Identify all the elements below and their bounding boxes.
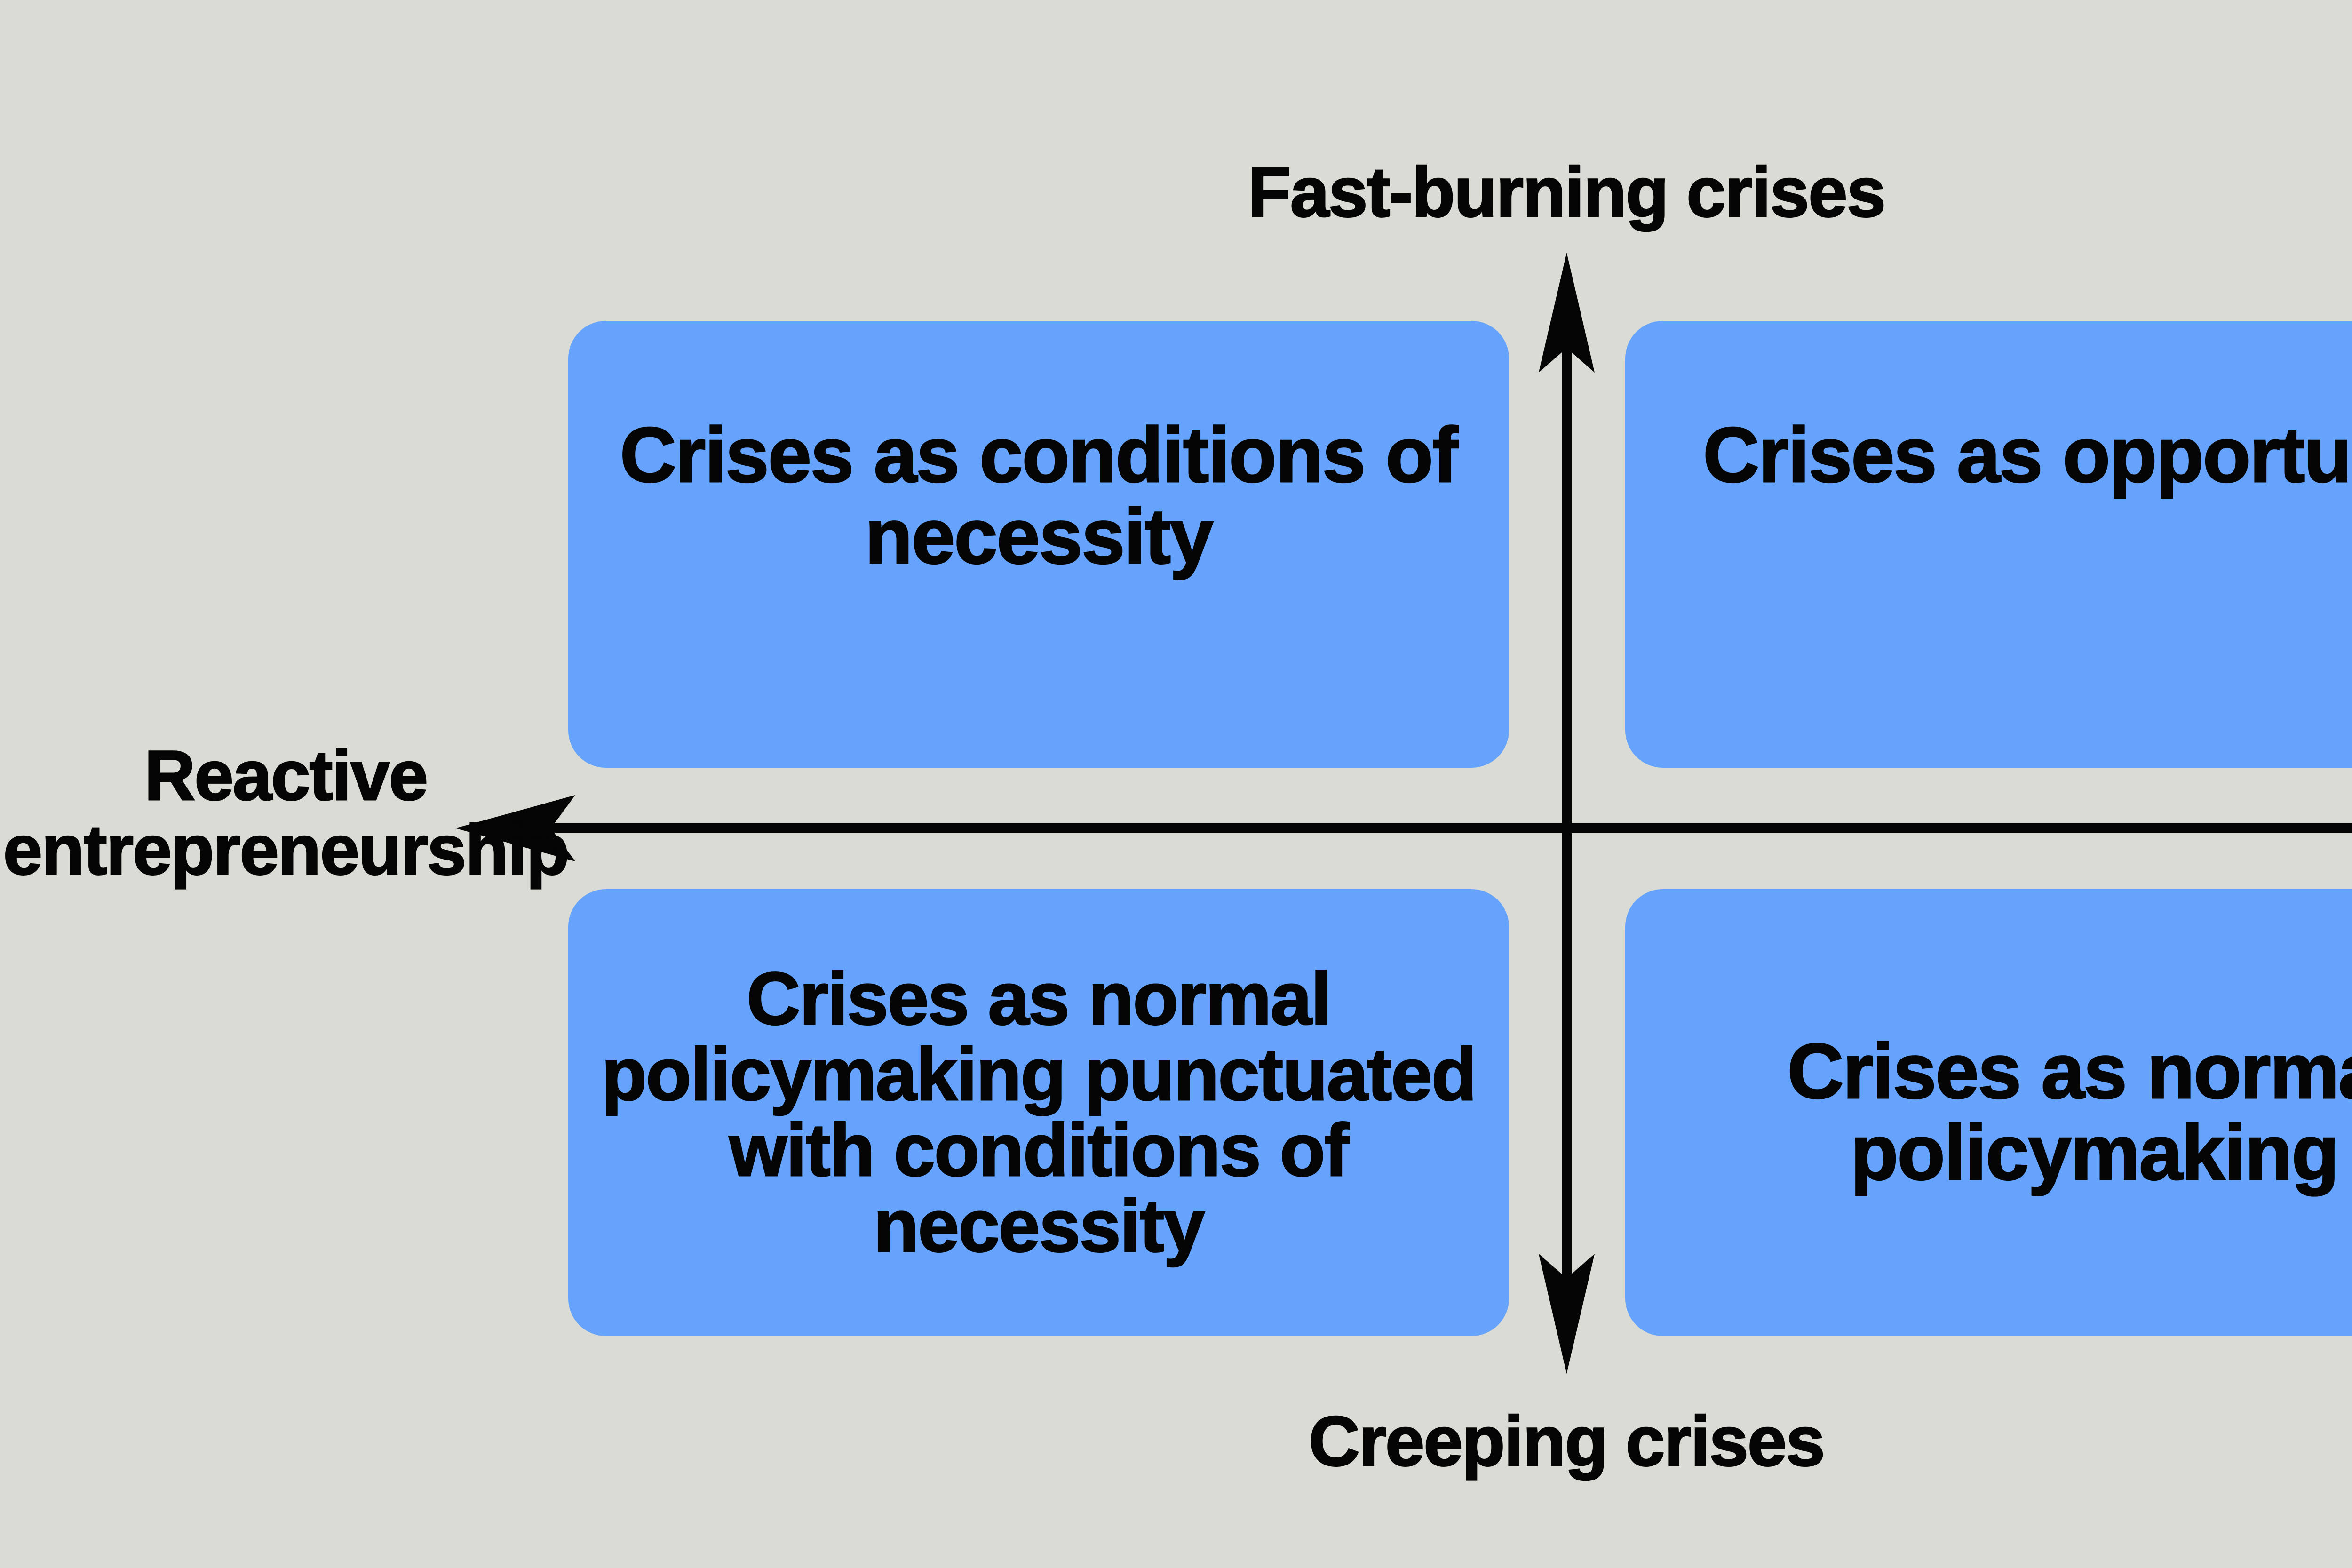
- up-arrowhead-icon: [1539, 253, 1595, 373]
- quadrant-bottom-left-label: Crises as normal policymaking punctuated…: [601, 957, 1478, 1268]
- down-arrowhead-icon: [1539, 1254, 1595, 1374]
- quadrant-bottom-right-label: Crises as normal policymaking: [1787, 1028, 2352, 1196]
- quadrant-bottom-right[interactable]: Crises as normal policymaking: [1625, 889, 2352, 1336]
- quadrant-top-right[interactable]: Crises as opportunity: [1625, 321, 2352, 768]
- axis-label-bottom: Creeping crises: [1308, 1401, 1826, 1480]
- horizontal-axis-line: [489, 823, 2352, 833]
- quadrant-bottom-left[interactable]: Crises as normal policymaking punctuated…: [568, 889, 1509, 1336]
- axis-label-left: Reactive entrepreneurship: [2, 736, 570, 889]
- quadrant-top-left[interactable]: Crises as conditions of necessity: [568, 321, 1509, 768]
- left-arrowhead-icon: [455, 795, 575, 861]
- axis-label-top: Fast-burning crises: [1248, 152, 1887, 231]
- vertical-axis-line: [1562, 287, 1572, 1350]
- quadrant-top-right-label: Crises as opportunity: [1702, 412, 2352, 499]
- quadrant-top-left-label: Crises as conditions of necessity: [619, 412, 1459, 580]
